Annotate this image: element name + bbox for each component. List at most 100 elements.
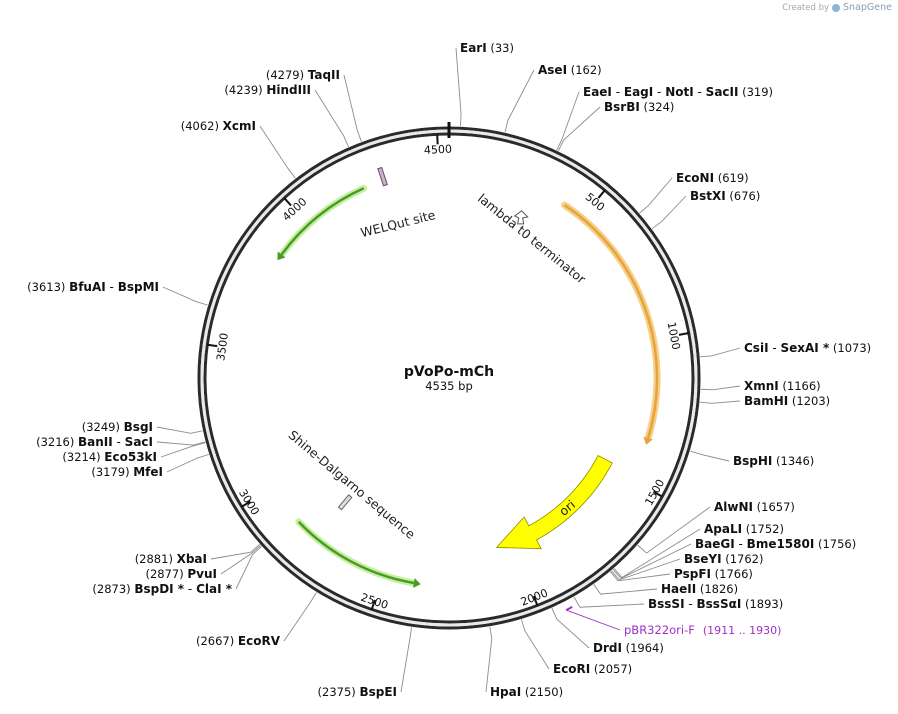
plasmid-name: pVoPo-mCh [404,364,494,380]
restriction-site-label[interactable]: BaeGI - Bme1580I (1756) [695,537,856,551]
site-leader-line [700,347,741,358]
feature-arc [280,187,365,256]
restriction-site-label[interactable]: PspFI (1766) [674,567,753,581]
restriction-site-label[interactable]: DrdI (1964) [593,641,664,655]
ruler-tick-label: 3500 [214,332,231,362]
ruler-tick [370,599,376,610]
restriction-site-label[interactable]: (2667) EcoRV [196,634,281,648]
site-position: (619) [714,171,749,185]
site-name: BspMI [118,280,159,294]
restriction-site-label[interactable]: AseI (162) [538,63,602,77]
site-leader-line [611,558,681,581]
site-leader-line [485,626,493,693]
restriction-site-label[interactable]: (2881) XbaI [135,552,207,566]
site-labels[interactable]: EarI (33) AseI (162) EaeI - EagI - NotI - … [27,41,871,699]
ruler-tick [207,343,218,348]
restriction-site-label[interactable]: BstXI (676) [690,189,760,203]
site-leader-line [283,592,317,642]
site-position: (3249) [82,420,124,434]
restriction-site-label[interactable]: CsiI - SexAI * (1073) [744,341,871,355]
ruler-tick-label: 4500 [424,143,453,157]
site-position: (2667) [196,634,238,648]
snapgene-logo-icon [832,3,841,12]
restriction-site-label[interactable]: (4062) XcmI [181,119,256,133]
site-position: (2150) [521,685,563,699]
site-position: (1203) [788,394,830,408]
site-position: (676) [726,189,761,203]
map-center: pVoPo-mCh 4535 bp [404,364,494,393]
ori-arrow [495,454,613,550]
restriction-site-label[interactable]: (4279) TaqII [266,68,340,82]
restriction-site-label[interactable]: EaeI - EagI - NotI - SacII (319) [583,85,773,99]
restriction-site-label[interactable]: (3216) BanII - SacI [36,435,153,449]
site-name: EcoRI [553,662,590,676]
restriction-site-label[interactable]: EarI (33) [460,41,514,55]
site-leader-line [639,177,673,214]
site-position: (319) [738,85,773,99]
site-position: (324) [640,100,675,114]
ruler-tick [597,189,606,199]
restriction-site-label[interactable]: HaeII (1826) [661,582,738,596]
site-separator: - [106,280,118,294]
site-leader-lines [156,47,741,693]
restriction-site-label[interactable]: AlwNI (1657) [714,500,795,514]
restriction-site-label[interactable]: (3214) Eco53kI [62,450,157,464]
site-leader-line [504,69,535,133]
site-name: SexAI * [781,341,830,355]
site-position: (3613) [27,280,69,294]
site-name: BaeGI [695,537,735,551]
site-name: Eco53kI [104,450,157,464]
site-position: (1762) [722,552,764,566]
restriction-site-label[interactable]: (3249) BsgI [82,420,153,434]
site-name: XbaI [177,552,207,566]
ruler-tick [653,490,663,498]
restriction-site-label[interactable]: BssSI - BssSαI (1893) [648,597,783,611]
restriction-site-label[interactable]: (2877) PvuI [145,567,217,581]
primer-label[interactable]: pBR322ori-F(1911 .. 1930) [624,623,781,637]
restriction-site-label[interactable]: BseYI (1762) [684,552,764,566]
restriction-site-label[interactable]: BspHI (1346) [733,454,814,468]
site-separator: - [735,537,747,551]
site-leader-line [557,106,601,152]
welqut-site-label: WELQut site [359,207,437,240]
site-leader-line [400,627,413,693]
feature-arrowhead [643,436,653,445]
site-position: (4279) [266,68,308,82]
site-separator: - [685,597,697,611]
restriction-site-label[interactable]: EcoNI (619) [676,171,749,185]
site-name: EaeI [583,85,612,99]
feature-arc [297,520,415,585]
restriction-site-label[interactable]: (3179) MfeI [91,465,163,479]
site-name: BanII [78,435,113,449]
site-position: (2057) [590,662,632,676]
site-name: EcoRV [238,634,281,648]
restriction-site-label[interactable]: HpaI (2150) [490,685,563,699]
site-name: BsrBI [604,100,640,114]
site-leader-line [343,74,362,142]
ruler-tick-label: 1000 [665,321,683,351]
restriction-site-label[interactable]: (2873) BspDI * - ClaI * [92,582,232,596]
site-leader-line [593,584,658,595]
site-leader-line [314,89,349,148]
primer-range: (1911 .. 1930) [703,624,782,637]
site-name: ApaLI [704,522,742,536]
site-name: DrdI [593,641,622,655]
site-separator: - [113,435,125,449]
site-position: (1893) [741,597,783,611]
site-position: (4062) [181,119,223,133]
restriction-site-label[interactable]: BamHI (1203) [744,394,830,408]
restriction-site-label[interactable]: EcoRI (2057) [553,662,632,676]
site-name: BstXI [690,189,726,203]
site-name: HindIII [266,83,311,97]
site-separator: - [184,582,196,596]
site-name: EcoNI [676,171,714,185]
restriction-site-label[interactable]: ApaLI (1752) [704,522,784,536]
restriction-site-label[interactable]: (4239) HindIII [224,83,311,97]
site-name: EagI [624,85,653,99]
restriction-site-label[interactable]: (2375) BspEI [318,685,397,699]
site-position: (3216) [36,435,78,449]
restriction-site-label[interactable]: XmnI (1166) [744,379,821,393]
site-leader-line [651,195,687,230]
restriction-site-label[interactable]: BsrBI (324) [604,100,674,114]
restriction-site-label[interactable]: (3613) BfuAI - BspMI [27,280,159,294]
